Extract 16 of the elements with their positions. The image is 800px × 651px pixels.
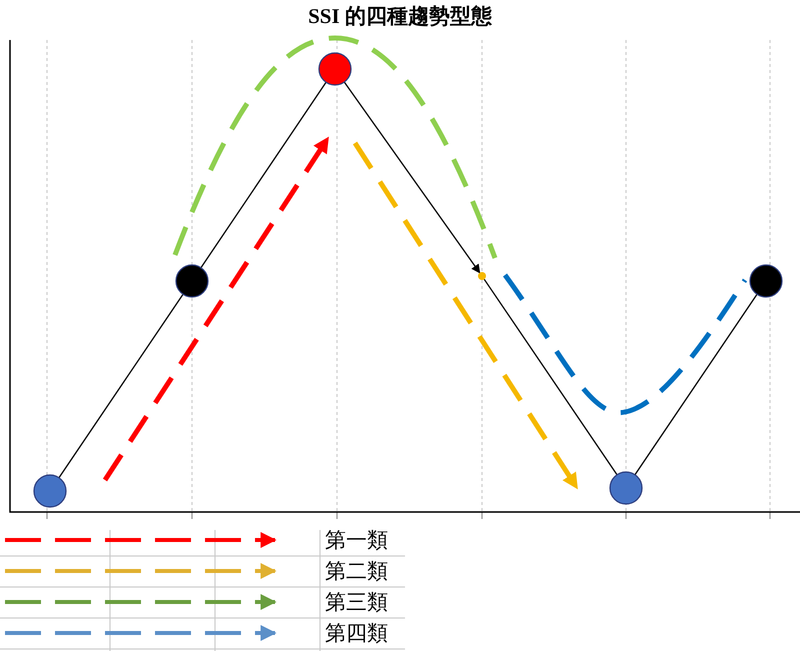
dot: [478, 272, 486, 280]
circle-marker: [318, 52, 352, 86]
connector-line: [634, 294, 758, 476]
legend-label: 第一類: [325, 527, 388, 553]
connector-line: [484, 278, 618, 476]
legend-label: 第二類: [325, 558, 388, 584]
connector-line: [344, 82, 480, 274]
circle-marker: [609, 471, 643, 505]
circle-marker: [33, 474, 67, 508]
circle-marker: [749, 264, 783, 298]
connector-line: [58, 294, 184, 478]
connector-line: [200, 82, 327, 268]
legend-label: 第三類: [325, 589, 388, 615]
legend-label: 第四類: [325, 620, 388, 646]
chart-title: SSI 的四種趨勢型態: [307, 3, 493, 29]
circle-marker: [175, 264, 209, 298]
